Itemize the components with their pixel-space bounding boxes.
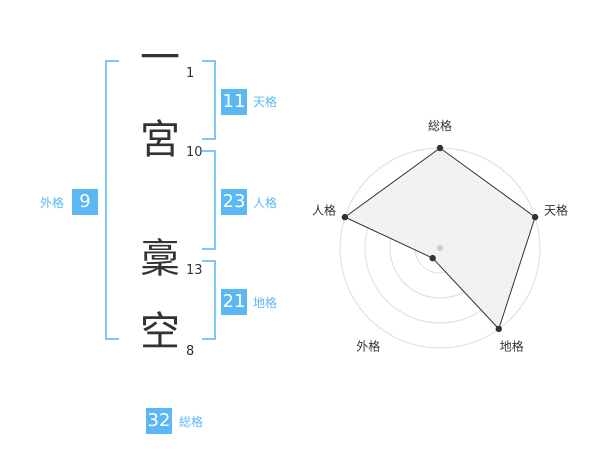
radar-axis-label: 天格 xyxy=(544,202,568,217)
soukaku-value: 32 xyxy=(146,408,172,434)
radar-axis-label: 総格 xyxy=(428,118,452,133)
gaikaku-value: 9 xyxy=(72,189,98,215)
tenkaku-label: 天格 xyxy=(253,95,278,109)
soukaku-label: 総格 xyxy=(179,415,204,429)
chikaku-label: 地格 xyxy=(253,296,278,310)
tenkaku-value: 11 xyxy=(221,89,247,115)
radar-point xyxy=(341,213,349,221)
name-char-2: 宮 xyxy=(140,117,180,163)
jinkaku-value: 23 xyxy=(221,189,247,215)
jinkaku-bracket xyxy=(202,150,216,250)
radar-point xyxy=(531,213,539,221)
radar-point xyxy=(429,254,436,262)
chikaku-value: 21 xyxy=(221,289,247,315)
tenkaku-bracket xyxy=(202,60,216,140)
gaikaku-bracket xyxy=(105,60,119,340)
radar-axis-label: 地格 xyxy=(500,339,524,354)
jinkaku-label: 人格 xyxy=(253,196,278,210)
radar-polygon xyxy=(343,147,536,330)
stroke-count-3: 13 xyxy=(186,263,203,278)
radar-point xyxy=(436,144,444,152)
radar-axis-label: 人格 xyxy=(312,202,336,217)
chikaku-bracket xyxy=(202,260,216,340)
name-char-3: 稾 xyxy=(140,236,180,282)
name-char-1: 一 xyxy=(140,35,180,81)
stroke-count-4: 8 xyxy=(186,344,195,359)
radar-center xyxy=(437,245,443,251)
stroke-count-2: 10 xyxy=(186,145,203,160)
radar-axis-label: 外格 xyxy=(356,339,380,354)
radar-point xyxy=(495,325,502,333)
gaikaku-label: 外格 xyxy=(40,196,65,210)
name-char-4: 空 xyxy=(140,309,180,355)
stroke-count-1: 1 xyxy=(186,66,195,81)
